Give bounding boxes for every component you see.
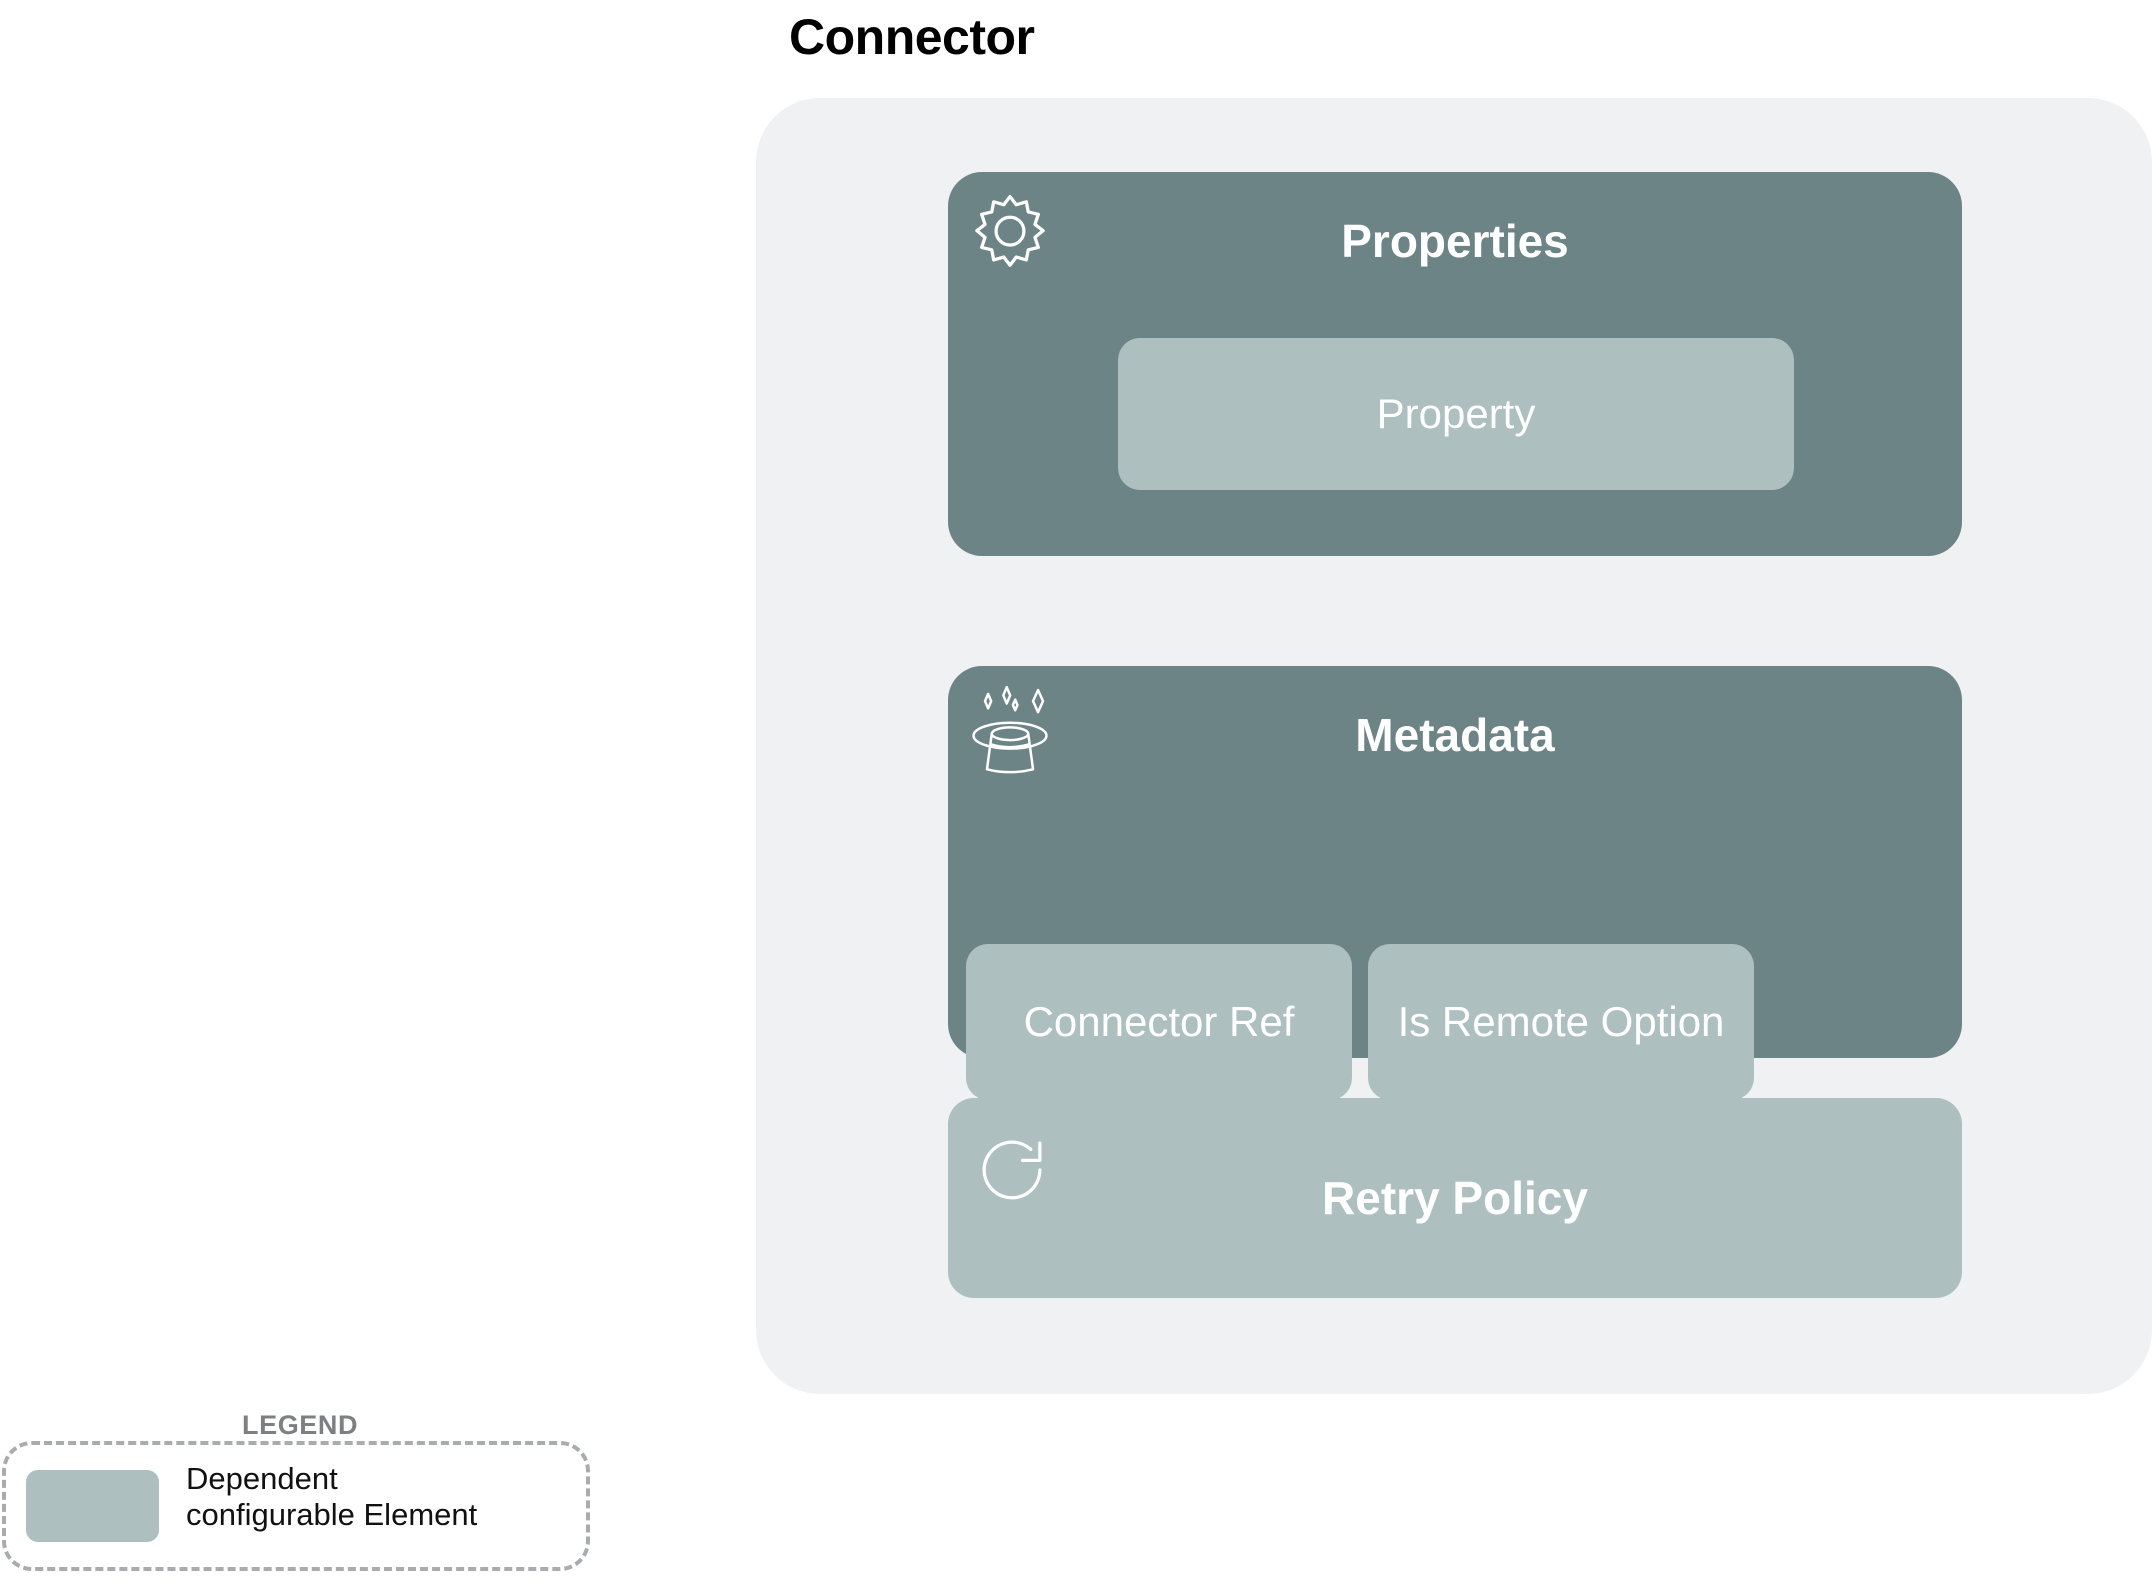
legend: LEGEND Dependent configurable Element bbox=[2, 1410, 590, 1571]
group-panel-metadata: Metadata Connector Ref Is Remote Option bbox=[948, 666, 1962, 1100]
element-chip-connector-ref[interactable]: Connector Ref bbox=[966, 944, 1352, 1100]
legend-border bbox=[2, 1441, 590, 1571]
refresh-retry-icon bbox=[964, 1122, 1060, 1218]
group-title-properties: Properties bbox=[1341, 215, 1569, 267]
element-chip-is-remote-option[interactable]: Is Remote Option bbox=[1368, 944, 1754, 1100]
element-chip-property[interactable]: Property bbox=[1118, 338, 1794, 490]
page-title: Connector bbox=[789, 9, 1035, 65]
legend-label-dependent-element: Dependent configurable Element bbox=[186, 1461, 478, 1532]
group-header-metadata: Metadata bbox=[948, 666, 1962, 816]
retry-policy-title: Retry Policy bbox=[1322, 1172, 1588, 1224]
legend-title: LEGEND bbox=[230, 1410, 371, 1441]
group-title-metadata: Metadata bbox=[1355, 709, 1555, 761]
group-header-properties: Properties bbox=[948, 172, 1962, 322]
magic-hat-icon bbox=[962, 680, 1058, 776]
legend-swatch-dependent-element bbox=[26, 1470, 159, 1542]
gear-icon bbox=[962, 186, 1058, 282]
group-panel-properties: Properties Property bbox=[948, 172, 1962, 556]
retry-policy-bar[interactable]: Retry Policy bbox=[948, 1098, 1962, 1298]
connector-card: Properties Property bbox=[756, 98, 2152, 1394]
